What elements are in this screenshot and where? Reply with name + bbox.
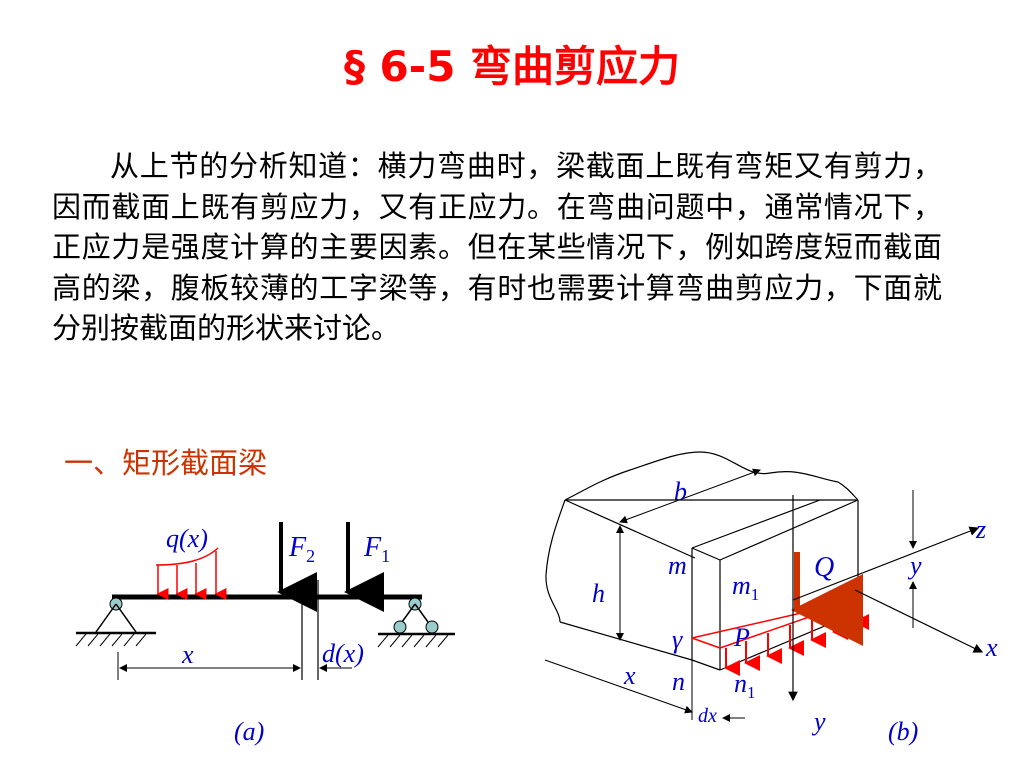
z-axis <box>792 526 980 601</box>
h-label: h <box>592 579 605 608</box>
load-curve <box>155 547 219 566</box>
left-support <box>95 603 137 633</box>
x-axis-label: x <box>985 633 998 662</box>
x-axis <box>854 589 984 653</box>
p-label: P <box>733 623 750 652</box>
y-dim-label: y <box>907 551 922 580</box>
caption-b: (b) <box>888 717 918 746</box>
break-outline-left <box>545 499 566 623</box>
load-label: q(x) <box>166 524 208 553</box>
force-f2-label: F2 <box>288 532 315 566</box>
n-label: n <box>672 667 685 696</box>
x-label: x <box>181 640 194 669</box>
figure-a: q(x) F2 F1 x d(x) (a) <box>75 522 455 746</box>
dx-label-b: dx <box>698 705 717 727</box>
page-title: § 6-5 弯曲剪应力 <box>343 42 681 91</box>
caption-a: (a) <box>234 717 264 746</box>
figure-b: b h Q y z x y x dx m m1 γ P n n1 (b <box>544 451 998 746</box>
break-outline <box>564 451 859 501</box>
x-bottom-label: x <box>623 661 636 690</box>
x-bottom-dim <box>544 659 693 714</box>
m1-label: m1 <box>732 571 759 604</box>
b-dimension <box>619 468 761 524</box>
n1-label: n1 <box>734 669 756 702</box>
gamma-label: γ <box>672 625 683 654</box>
right-roller <box>425 620 439 634</box>
z-axis-label: z <box>975 515 986 544</box>
dx-label: d(x) <box>322 639 364 668</box>
intro-paragraph: 从上节的分析知道：横力弯曲时，梁截面上既有弯矩又有剪力，因而截面上既有剪应力，又… <box>52 149 942 345</box>
q-label: Q <box>814 552 834 583</box>
right-roller <box>393 620 407 634</box>
right-support <box>401 603 429 623</box>
section-heading: 一、矩形截面梁 <box>64 446 268 480</box>
m-label: m <box>668 551 687 580</box>
b-label: b <box>674 477 687 506</box>
force-f1-label: F1 <box>363 532 390 566</box>
y-axis-label: y <box>811 707 826 736</box>
